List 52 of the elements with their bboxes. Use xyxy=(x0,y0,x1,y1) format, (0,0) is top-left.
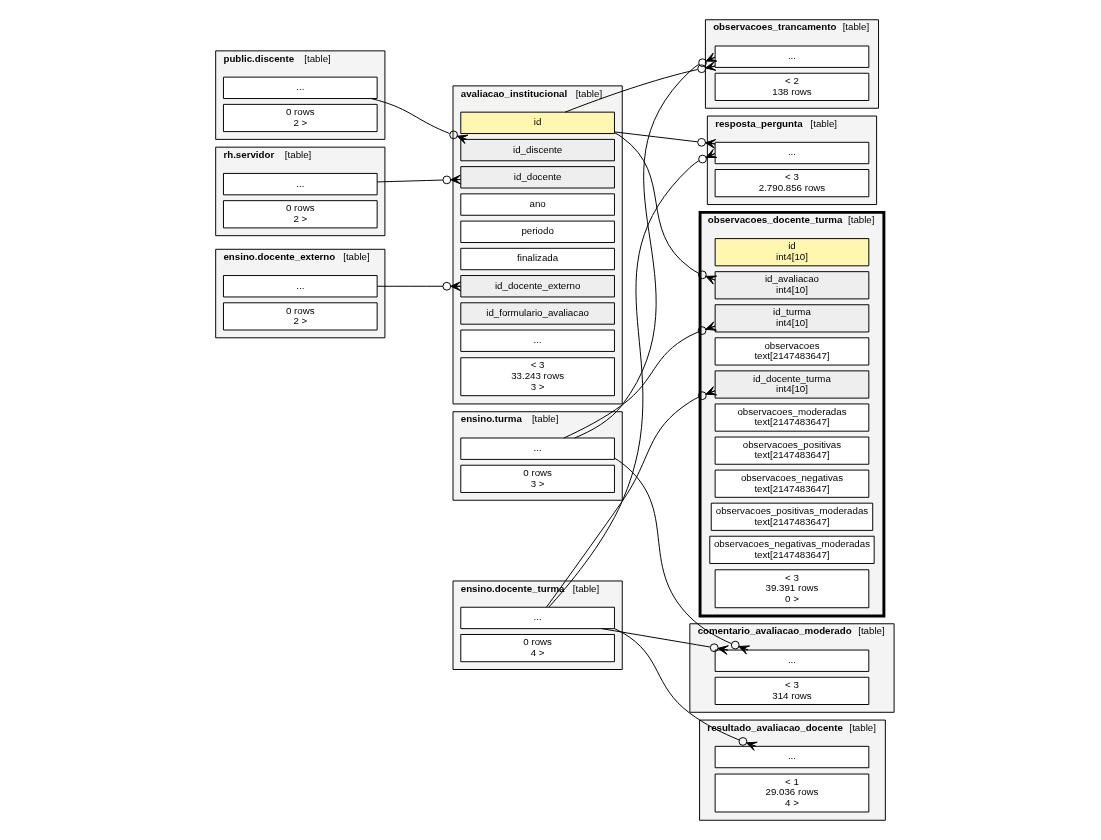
connector xyxy=(613,628,758,751)
node-box: observacoes_positivas text[2147483647] xyxy=(714,436,869,465)
node-box: < 2 138 rows xyxy=(714,72,869,101)
node-box: 0 rows 4 > xyxy=(459,634,615,663)
node-box: ... xyxy=(714,45,869,68)
node-box: 0 rows 2 > xyxy=(222,302,378,331)
node-box: observacoes_negativas text[2147483647] xyxy=(714,469,869,498)
node-box: ... xyxy=(459,329,615,352)
node-box: < 3 2.790.856 rows xyxy=(714,169,869,198)
connector xyxy=(376,174,461,185)
node-box: < 1 29.036 rows 4 > xyxy=(714,773,869,813)
node-box: 0 rows 3 > xyxy=(459,464,615,493)
node-box: id int4[10] xyxy=(714,238,869,267)
node-box: < 3 314 rows xyxy=(714,676,869,705)
node-box: ... xyxy=(714,649,869,672)
node-box: id_docente_externo xyxy=(459,275,615,298)
node-box: 0 rows 2 > xyxy=(222,200,378,229)
node-box: ... xyxy=(222,275,378,298)
node-box: ... xyxy=(714,745,869,769)
node-box: ... xyxy=(459,606,615,630)
connector xyxy=(613,132,717,285)
connector xyxy=(613,131,716,149)
connector xyxy=(370,98,468,144)
node-box: ... xyxy=(222,76,378,99)
connector xyxy=(562,321,717,439)
node-box: < 3 33.243 rows 3 > xyxy=(459,357,615,397)
connector xyxy=(613,457,750,655)
node-box: ano xyxy=(459,193,615,216)
node-box: observacoes_moderadas text[2147483647] xyxy=(714,403,869,432)
node-box: id_formulario_avaliacao xyxy=(459,302,615,325)
node-box: observacoes text[2147483647] xyxy=(714,337,869,366)
node-box: id xyxy=(459,111,615,135)
connector xyxy=(376,281,461,292)
node-box: periodo xyxy=(459,220,615,243)
node-box: id_docente_turma int4[10] xyxy=(714,370,869,399)
connector xyxy=(545,386,717,608)
node-box: ... xyxy=(222,172,378,196)
connector xyxy=(573,52,717,439)
node-box: id_avaliacao int4[10] xyxy=(714,271,869,300)
node-box: id_docente xyxy=(459,166,615,189)
node-box: 0 rows 2 > xyxy=(222,103,378,133)
node-box: ... xyxy=(459,437,615,460)
node-box: ... xyxy=(714,141,869,165)
connector xyxy=(547,149,717,608)
node-box: finalizada xyxy=(459,247,615,271)
connector xyxy=(564,61,716,113)
node-box: < 3 39.391 rows 0 > xyxy=(714,569,869,609)
connector xyxy=(601,628,729,655)
node-box: id_turma int4[10] xyxy=(714,304,869,333)
node-box: observacoes_negativas_moderadas text[2147483647] xyxy=(708,535,875,564)
node-box: id_discente xyxy=(459,138,615,162)
node-box: observacoes_positivas_moderadas text[2147483647] xyxy=(710,502,873,531)
